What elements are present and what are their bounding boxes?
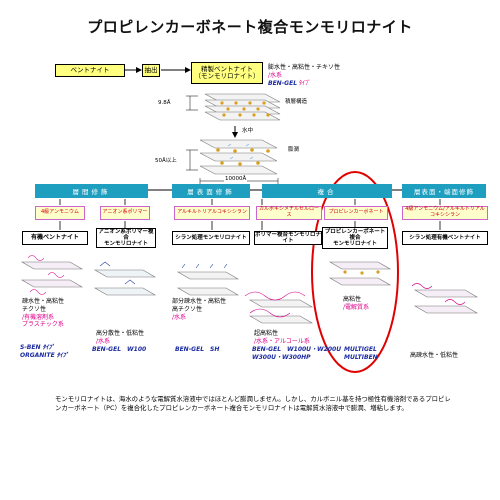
result-3-system: /水系 bbox=[172, 313, 187, 321]
width-label: 10000Å bbox=[224, 176, 248, 182]
refined-product-name: BEN-GEL bbox=[268, 79, 298, 87]
result-4-products: BEN-GEL W100U・W200U W300U・W300HP bbox=[252, 346, 362, 362]
result-4-product-1: BEN-GEL W100U・W200U bbox=[252, 346, 342, 353]
result-1-system-2: プラスチック系 bbox=[22, 321, 64, 329]
category-composite: 複合 bbox=[262, 184, 392, 198]
extract-box: 抽出 bbox=[142, 64, 160, 77]
category-surface-label: 層表面修飾 bbox=[187, 188, 235, 196]
refined-properties: 膨水性・高粘性・チキソ性 /水系 BEN-GEL ﾀｲﾌﾟ bbox=[268, 64, 378, 87]
product-2-label-1: アニオン系ポリマー複合 bbox=[98, 228, 154, 241]
result-6-props: 高疎水性・低粘性 bbox=[410, 352, 459, 359]
result-5-product-2: MULTIBEN bbox=[344, 353, 378, 361]
result-2-props: 高分散性・低粘性 bbox=[96, 330, 145, 337]
water-label: 水中 bbox=[242, 128, 254, 134]
swelling-label: 膨潤 bbox=[288, 147, 300, 153]
result-1-system-1: /有機溶剤系 bbox=[22, 313, 55, 321]
bentonite-label: ベントナイト bbox=[70, 65, 110, 74]
result-2-product: BEN-GEL W100 bbox=[92, 346, 147, 353]
agent-propylene-carbonate: プロピレンカーボネート bbox=[324, 206, 388, 220]
result-1-props: 疎水性・高粘性 bbox=[22, 298, 65, 305]
category-surface: 層表面修飾 bbox=[172, 184, 250, 198]
spacing-label-1: 9.8Å bbox=[158, 100, 171, 106]
product-anionic-polymer-composite: アニオン系ポリマー複合 モンモリロナイト bbox=[96, 228, 156, 248]
result-1-products: S-BEN ﾀｲﾌﾟ ORGANITE ﾀｲﾌﾟ bbox=[20, 344, 100, 360]
result-5-products: MULTIGEL MULTIBEN bbox=[344, 346, 404, 362]
result-2: 高分散性・低粘性 /水系 bbox=[96, 330, 176, 346]
product-5-label-1: プロピレンカーボネート複合 bbox=[324, 228, 386, 241]
result-6: 高疎水性・低粘性 bbox=[410, 352, 490, 360]
swelled-layer-graphic bbox=[199, 139, 278, 175]
result-4-system: /水系・アルコール系 bbox=[254, 337, 310, 345]
result-4-product-2: W300U・W300HP bbox=[252, 353, 311, 361]
extract-label: 抽出 bbox=[144, 65, 158, 74]
stack-structure-label: 積層構造 bbox=[285, 99, 308, 105]
stacked-layer-graphic bbox=[204, 93, 281, 121]
result-5-system: /電解質系 bbox=[343, 303, 370, 311]
result-1-product-1-type: ﾀｲﾌﾟ bbox=[42, 344, 55, 351]
result-1-product-2-type: ﾀｲﾌﾟ bbox=[56, 351, 69, 359]
agent-quaternary-ammonium: 4級アンモニウム bbox=[35, 206, 85, 220]
result-4: 超高粘性 /水系・アルコール系 bbox=[254, 330, 334, 346]
product-3-label: シラン処理モンモリロナイト bbox=[175, 234, 247, 241]
result-2-system: /水系 bbox=[96, 337, 111, 345]
result-5: 高粘性 /電解質系 bbox=[343, 296, 403, 312]
page-title: プロピレンカーボネート複合モンモリロナイト bbox=[87, 18, 413, 36]
result-4-props: 超高粘性 bbox=[254, 330, 279, 337]
refined-product-type: ﾀｲﾌﾟ bbox=[298, 79, 311, 87]
agent-anionic-polymer: アニオン系ポリマー bbox=[100, 206, 150, 220]
highlight-ellipse bbox=[311, 171, 399, 373]
product-polymer-composite: ポリマー複合モンモリロナイト bbox=[254, 231, 322, 245]
refined-label-1: 精製ベントナイト bbox=[201, 64, 253, 73]
product-2-label-2: モンモリロナイト bbox=[103, 241, 148, 248]
refined-system-text: /水系 bbox=[268, 71, 283, 79]
product-organic-bentonite: 有機ベントナイト bbox=[22, 231, 88, 245]
result-5-product-1: MULTIGEL bbox=[344, 346, 377, 353]
agent-cmc: カルボキシメチルセルロース bbox=[256, 206, 322, 220]
product-5-label-2: モンモリロナイト bbox=[332, 241, 377, 248]
result-3-product: BEN-GEL SH bbox=[175, 346, 220, 353]
modified-layer-graphics bbox=[20, 255, 479, 324]
result-3-props: 部分疎水性・高粘性 bbox=[172, 298, 227, 305]
agent-2-label: アニオン系ポリマー bbox=[102, 209, 148, 216]
agent-5-label: プロピレンカーボネート bbox=[328, 209, 384, 216]
category-composite-label: 複合 bbox=[317, 188, 337, 196]
refined-bentonite-box: 精製ベントナイト （モンモリロナイト） bbox=[191, 62, 263, 84]
product-pc-composite: プロピレンカーボネート複合 モンモリロナイト bbox=[322, 227, 388, 249]
result-1-product-1: S-BEN bbox=[20, 344, 41, 351]
result-3-products: BEN-GEL SH bbox=[175, 346, 255, 354]
result-1: 疎水性・高粘性 チクソ性 /有機溶剤系 プラスチック系 bbox=[22, 298, 102, 329]
agent-4-label: カルボキシメチルセルロース bbox=[258, 206, 319, 218]
agent-1-label: 4級アンモニウム bbox=[41, 209, 79, 216]
agent-ammonium-silane: 4級アンモニウム/アルキルトリアルコキシシラン bbox=[402, 206, 488, 220]
product-6-label: シラン処理有機ベントナイト bbox=[409, 234, 481, 241]
refined-props-text: 膨水性・高粘性・チキソ性 bbox=[268, 64, 341, 71]
description-text: モンモリロナイトは、海水のような電解質水溶液中ではほとんど膨潤しません。しかし、… bbox=[55, 395, 451, 413]
bentonite-box: ベントナイト bbox=[55, 64, 125, 77]
product-1-label: 有機ベントナイト bbox=[30, 233, 79, 241]
result-3-thixo: 高チクソ性 bbox=[172, 305, 203, 313]
result-1-product-2: ORGANITE bbox=[20, 351, 55, 359]
refined-label-2: （モンモリロナイト） bbox=[194, 72, 260, 80]
result-1-thixo: チクソ性 bbox=[22, 305, 47, 313]
agent-alkyl-silane: アルキルトリアルコキシシラン bbox=[174, 206, 250, 220]
category-surface-edge-label: 層表面・端面修飾 bbox=[414, 188, 474, 196]
product-silane-organic-bentonite: シラン処理有機ベントナイト bbox=[402, 231, 488, 245]
category-interlayer: 層間修飾 bbox=[35, 184, 148, 198]
category-interlayer-label: 層間修飾 bbox=[72, 188, 111, 196]
product-silane-montmorillonite: シラン処理モンモリロナイト bbox=[172, 231, 250, 245]
product-4-label: ポリマー複合モンモリロナイト bbox=[255, 231, 322, 244]
result-5-props: 高粘性 bbox=[343, 296, 362, 303]
category-surface-edge: 層表面・端面修飾 bbox=[402, 184, 486, 198]
agent-3-label: アルキルトリアルコキシシラン bbox=[177, 209, 247, 216]
result-2-products: BEN-GEL W100 bbox=[92, 346, 172, 354]
agent-6-label: 4級アンモニウム/アルキルトリアルコキシシラン bbox=[405, 206, 485, 218]
spacing-label-2: 50Å以上 bbox=[155, 158, 177, 164]
result-3: 部分疎水性・高粘性 高チクソ性 /水系 bbox=[172, 298, 252, 321]
